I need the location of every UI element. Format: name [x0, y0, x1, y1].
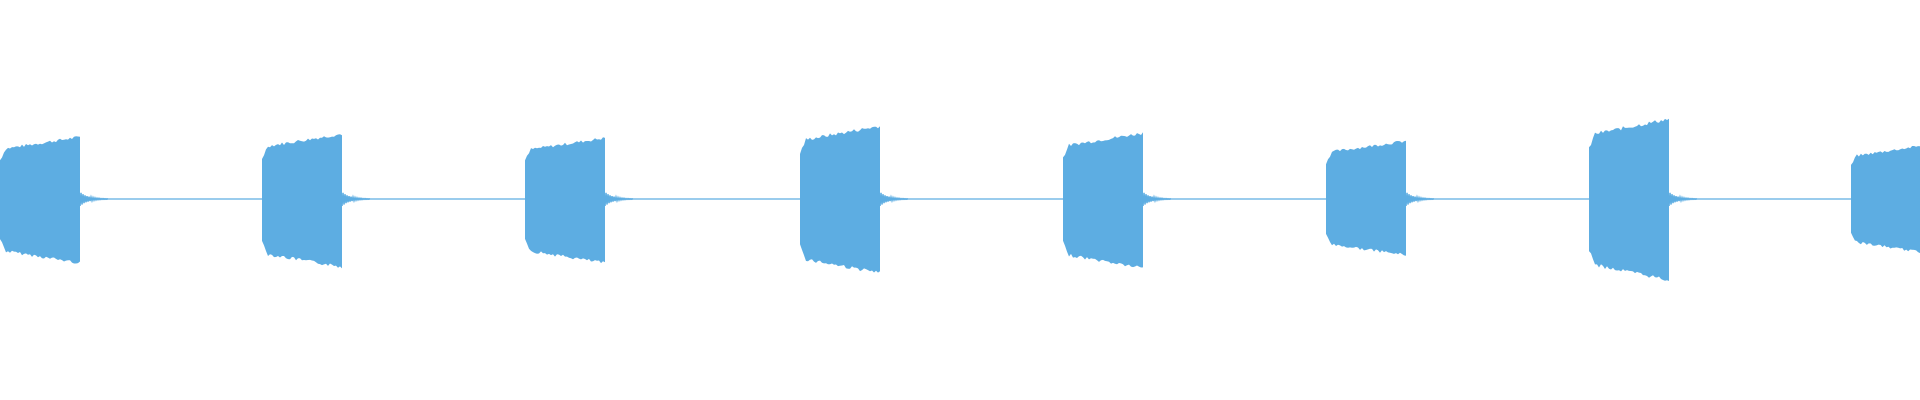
waveform-tail — [79, 192, 109, 207]
waveform-burst — [262, 134, 342, 269]
waveform-tail — [341, 192, 371, 207]
waveform-tail — [604, 192, 634, 207]
waveform-burst — [800, 126, 880, 273]
waveform-burst — [525, 137, 605, 264]
waveform-tail — [1142, 192, 1172, 207]
waveform-tail — [879, 192, 909, 207]
waveform-tail — [1405, 192, 1435, 207]
waveform-burst — [1063, 132, 1143, 268]
waveform-burst — [0, 136, 80, 264]
waveform-burst — [1326, 140, 1406, 256]
waveform-burst — [1851, 146, 1920, 254]
waveform-burst — [1589, 118, 1669, 281]
waveform-tail — [1668, 192, 1698, 207]
